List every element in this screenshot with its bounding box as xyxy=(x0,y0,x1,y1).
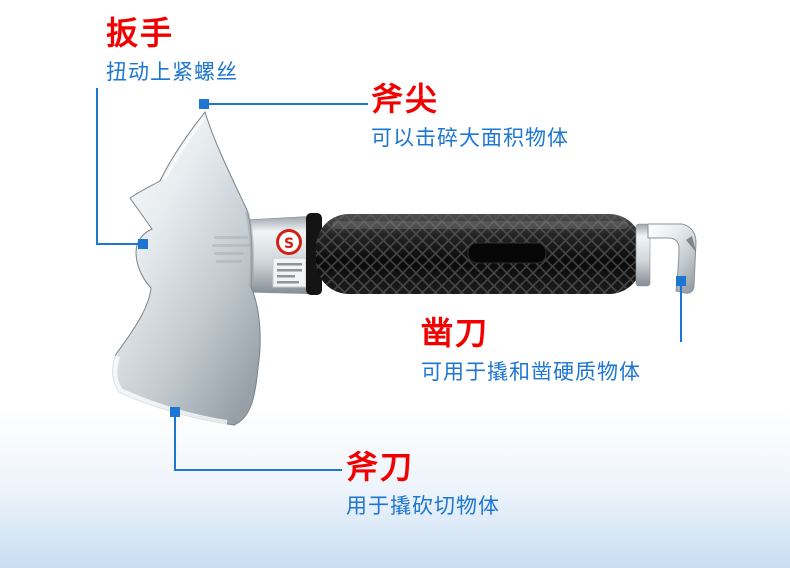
axe-neck xyxy=(242,215,319,295)
callout-wrench-title: 扳手 xyxy=(106,14,175,52)
callout-chisel-desc: 可用于撬和凿硬质物体 xyxy=(421,360,641,385)
blade-callout-marker xyxy=(170,407,180,417)
chisel-end xyxy=(635,223,697,294)
axe-handle xyxy=(306,213,642,295)
axe-head: S xyxy=(111,110,307,426)
barcode-sticker xyxy=(272,257,307,288)
callout-wrench-desc: 扭动上紧螺丝 xyxy=(106,60,238,85)
callout-tip: 斧尖 可以击碎大面积物体 xyxy=(371,80,569,151)
wrench-callout-marker xyxy=(138,239,148,249)
callout-chisel: 凿刀 可用于撬和凿硬质物体 xyxy=(421,314,641,385)
certification-sticker: S xyxy=(276,229,302,255)
callout-wrench: 扳手 扭动上紧螺丝 xyxy=(106,14,238,85)
wrench-callout-line xyxy=(96,88,140,245)
callout-tip-title: 斧尖 xyxy=(371,80,440,118)
tip-callout-marker xyxy=(199,99,209,109)
chisel-callout-marker xyxy=(676,276,686,286)
callout-blade-title: 斧刀 xyxy=(346,448,415,486)
sticker-letter: S xyxy=(284,236,294,252)
etched-markings xyxy=(212,236,250,263)
callout-tip-desc: 可以击碎大面积物体 xyxy=(371,126,569,151)
callout-chisel-title: 凿刀 xyxy=(421,314,490,352)
callout-blade-desc: 用于撬砍切物体 xyxy=(346,494,500,519)
blade-callout-line xyxy=(174,417,342,471)
callout-blade: 斧刀 用于撬砍切物体 xyxy=(346,448,500,519)
